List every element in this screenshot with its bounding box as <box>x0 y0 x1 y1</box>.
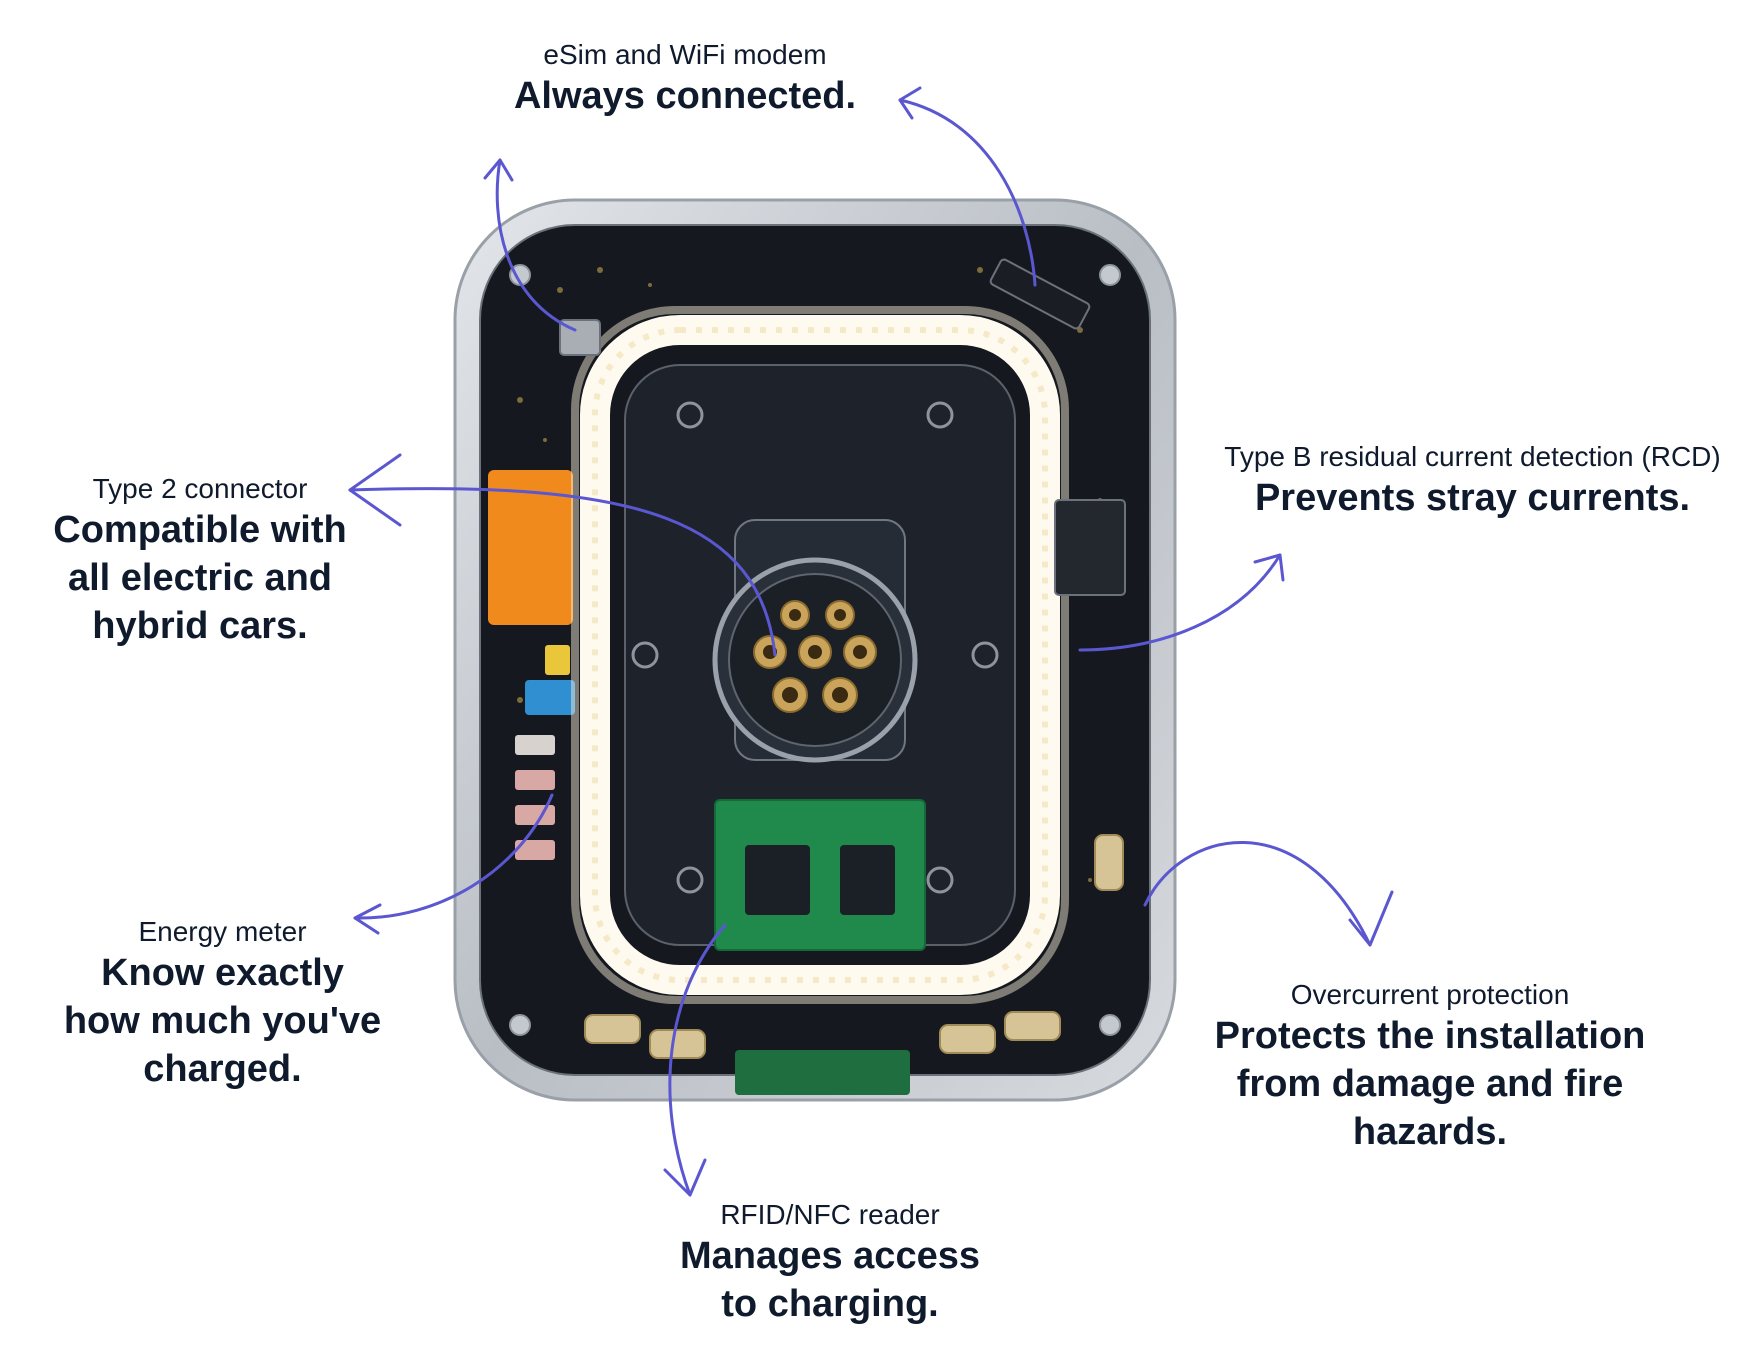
type2-socket <box>712 519 918 763</box>
arrow-overcurrent <box>1143 841 1372 947</box>
callout-meter-sub: Energy meter <box>138 916 307 947</box>
arrow-type2 <box>348 487 777 657</box>
callout-overcurrent-sub: Overcurrent protection <box>1290 979 1570 1010</box>
callout-rfid: RFID/NFC reader Manages access to chargi… <box>665 1198 995 1328</box>
rfid-pcb-window-2 <box>840 845 895 915</box>
callout-meter-head: Know exactly how much you've charged. <box>63 952 382 1090</box>
capacitor-component <box>525 680 575 715</box>
callout-meter: Energy meter Know exactly how much you'v… <box>50 915 395 1093</box>
callout-rcd: Type B residual current detection (RCD) … <box>1195 440 1750 522</box>
callout-connector: Type 2 connector Compatible with all ele… <box>30 472 370 650</box>
energy-meter-modules <box>515 735 555 860</box>
arrow-rfid <box>668 923 727 1197</box>
callout-modem: eSim and WiFi modem Always connected. <box>470 38 900 120</box>
callout-overcurrent-head: Protects the installation from damage an… <box>1214 1015 1646 1153</box>
callout-connector-sub: Type 2 connector <box>92 473 308 504</box>
plate-screws <box>631 401 999 894</box>
arrow-rcd <box>1078 553 1282 652</box>
arrow-meter <box>353 793 554 920</box>
arrow-modem-right <box>898 98 1037 287</box>
arrow-modem-left <box>495 158 577 332</box>
callout-modem-head: Always connected. <box>513 75 857 117</box>
callout-rcd-sub: Type B residual current detection (RCD) <box>1224 441 1721 472</box>
led-glow <box>571 306 1069 1004</box>
callout-overcurrent: Overcurrent protection Protects the inst… <box>1190 978 1670 1156</box>
callout-connector-head: Compatible with all electric and hybrid … <box>53 509 347 647</box>
lower-pcb <box>735 1050 910 1095</box>
callout-rfid-head: Manages access to charging. <box>680 1235 980 1325</box>
callout-modem-sub: eSim and WiFi modem <box>543 39 827 70</box>
overcurrent-fuses <box>584 834 1124 1059</box>
inductor-component <box>545 645 570 675</box>
wifi-antenna <box>989 258 1091 330</box>
relay-component <box>488 470 573 625</box>
housing-screws <box>509 264 1121 1036</box>
rfid-pcb-window <box>745 845 810 915</box>
callout-rfid-sub: RFID/NFC reader <box>720 1199 940 1230</box>
callout-rcd-head: Prevents stray currents. <box>1254 477 1691 519</box>
led-ring <box>580 315 1060 995</box>
rcd-module <box>1054 499 1126 596</box>
